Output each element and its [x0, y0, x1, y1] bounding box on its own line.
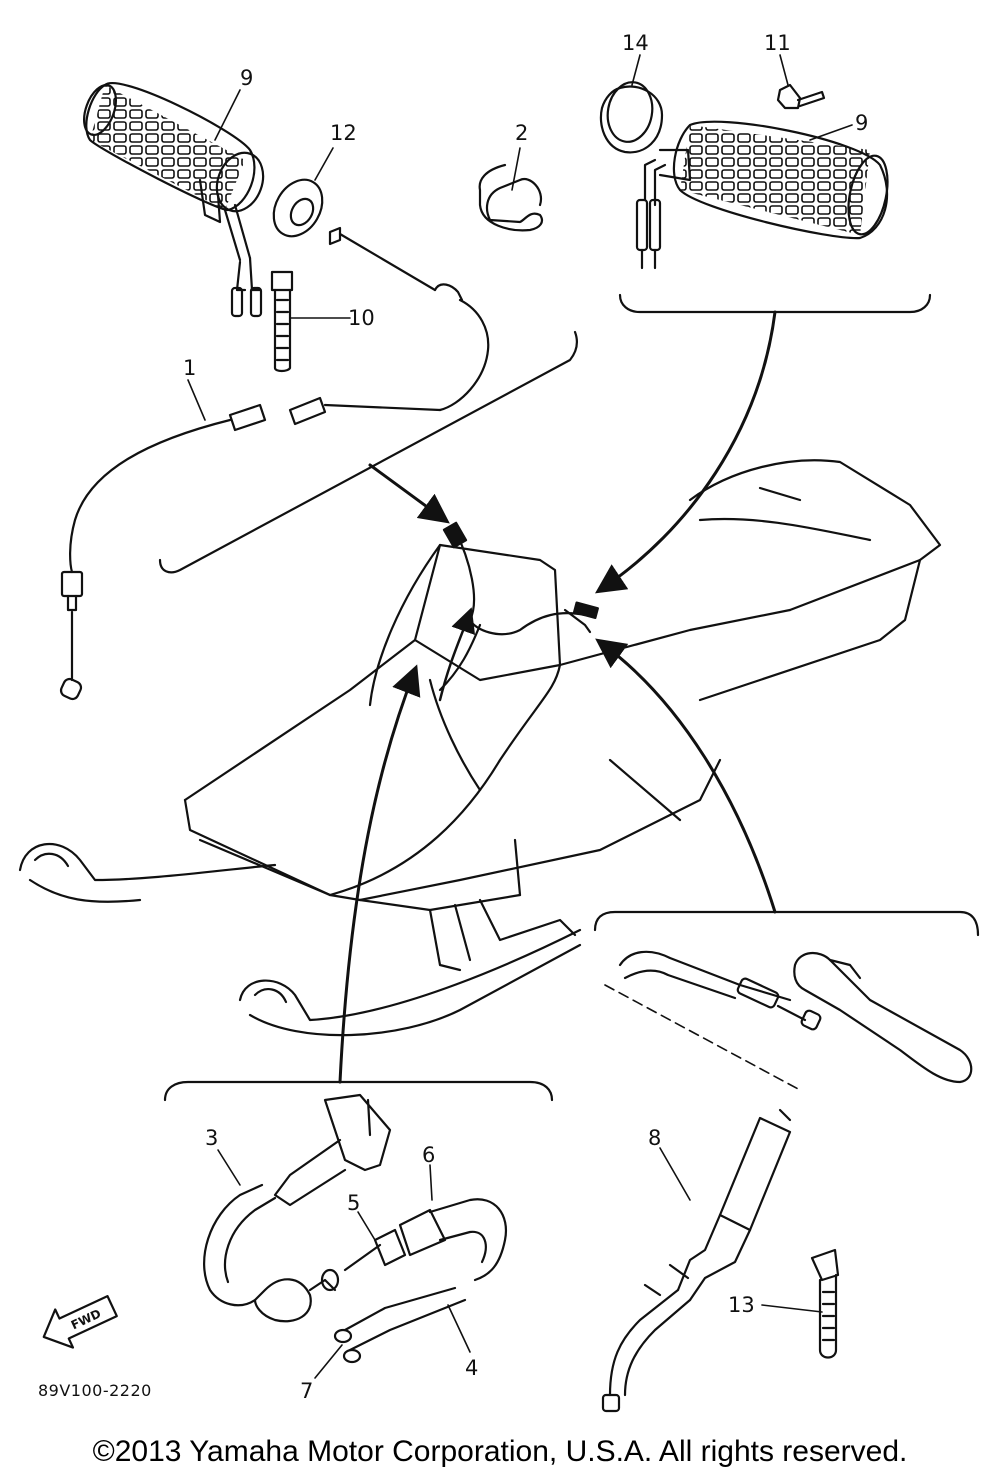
- callout-frame-right-grip: [618, 293, 932, 314]
- callout-7: 7: [300, 1379, 313, 1403]
- callout-10: 10: [348, 306, 375, 330]
- strap-13: [810, 1248, 840, 1359]
- callout-9-left: 9: [240, 66, 253, 90]
- figure-code: 89V100-2220: [38, 1381, 152, 1400]
- left-grip-wires: [223, 203, 263, 318]
- copyright-notice: ©2013 Yamaha Motor Corporation, U.S.A. A…: [92, 1435, 908, 1468]
- grip-end-14: [599, 81, 664, 154]
- callout-2: 2: [515, 121, 528, 145]
- callout-13: 13: [728, 1293, 755, 1317]
- dashed-link-line: [604, 984, 801, 1091]
- callout-12: 11: [764, 31, 791, 55]
- callout-frame-bottom-controls: [163, 1080, 554, 1102]
- wire-4-7: [333, 1286, 467, 1364]
- leader-arrow-right-grip: [595, 310, 777, 594]
- right-grip-wires: [635, 158, 667, 270]
- strap-10: [270, 270, 294, 373]
- cable-5-6: [343, 1198, 508, 1282]
- clip-2: [478, 163, 544, 232]
- leader-arrow-left-grip: [368, 463, 450, 524]
- callout-4: 4: [465, 1356, 478, 1380]
- right-handlebar-grip: [658, 120, 889, 240]
- callout-1: 1: [183, 356, 196, 380]
- screw-12: [776, 83, 826, 110]
- callout-frame-left-grip: [158, 330, 578, 574]
- fwd-label: FWD: [69, 1306, 103, 1332]
- brake-lever: [793, 952, 973, 1084]
- callout-8: 8: [648, 1126, 661, 1150]
- callout-14: 14: [622, 31, 649, 55]
- switch-assembly-3: [203, 1093, 392, 1323]
- snowmobile-illustration: [18, 459, 942, 1037]
- callout-9-right: 9: [855, 111, 868, 135]
- throttle-cable-1: [59, 226, 490, 701]
- callout-5: 5: [347, 1191, 360, 1215]
- leader-arrow-brake: [595, 638, 777, 914]
- left-handlebar-grip: [83, 82, 265, 224]
- leader-arrow-throttle-upper: [438, 607, 476, 702]
- parts-diagram: 9 12 2 10 1 14 11 9 3 5 6 4 7 8 13 FWD 8…: [18, 31, 980, 1413]
- callout-frame-brake-lever: [593, 910, 980, 937]
- callout-11: 12: [330, 121, 357, 145]
- brake-cable-upper: [618, 950, 822, 1031]
- fwd-direction-icon: FWD: [42, 1295, 118, 1349]
- brake-cable-8: [601, 1108, 792, 1413]
- callout-3: 3: [205, 1126, 218, 1150]
- callout-6: 6: [422, 1143, 435, 1167]
- leader-arrow-throttle: [338, 664, 421, 1084]
- ring-11: [272, 178, 324, 238]
